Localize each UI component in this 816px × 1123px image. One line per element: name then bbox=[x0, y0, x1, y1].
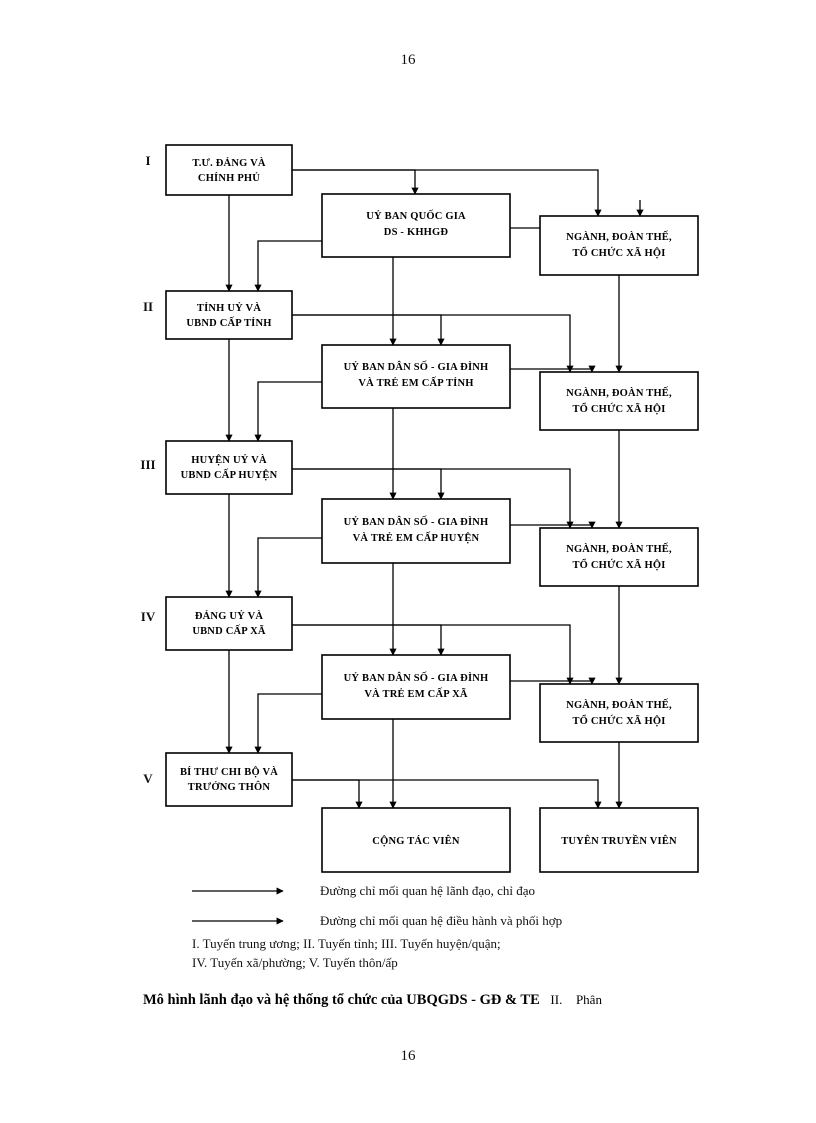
link-province-to-province-cmte bbox=[292, 314, 445, 346]
node-commune-party-line2: UBND CẤP XÃ bbox=[192, 624, 266, 637]
node-province-committee-line2: VÀ TRẺ EM CẤP TỈNH bbox=[358, 376, 473, 389]
legend: Đường chỉ mối quan hệ lãnh đạo, chỉ đạo … bbox=[192, 883, 562, 928]
node-sectors-commune-line2: TỔ CHỨC XÃ HỘI bbox=[572, 714, 665, 727]
connector-layer bbox=[225, 169, 644, 809]
svg-text:Mô hình lãnh đạo và hệ thống t: Mô hình lãnh đạo và hệ thống tổ chức của… bbox=[143, 992, 602, 1008]
node-national-committee[interactable]: UỶ BAN QUỐC GIA DS - KHHGĐ bbox=[321, 193, 511, 258]
node-village-party[interactable]: BÍ THƯ CHI BỘ VÀ TRƯỞNG THÔN bbox=[165, 752, 293, 807]
page-number-bottom: 16 bbox=[400, 1048, 416, 1064]
node-sectors-province-line1: NGÀNH, ĐOÀN THẾ, bbox=[566, 386, 672, 399]
node-province-party-line1: TỈNH UỶ VÀ bbox=[197, 302, 261, 314]
node-national-committee-line1: UỶ BAN QUỐC GIA bbox=[366, 209, 466, 222]
level-note-line-1: I. Tuyến trung ương; II. Tuyến tỉnh; III… bbox=[192, 936, 501, 951]
level-numerals: I II III IV V bbox=[140, 153, 155, 786]
link-province-to-sectors2 bbox=[292, 314, 574, 373]
node-propagandist-label: TUYÊN TRUYỀN VIÊN bbox=[561, 834, 677, 847]
level-numeral-I: I bbox=[145, 153, 150, 168]
node-province-committee[interactable]: UỶ BAN DÂN SỐ - GIA ĐÌNH VÀ TRẺ EM CẤP T… bbox=[321, 344, 511, 409]
node-national-committee-line2: DS - KHHGĐ bbox=[384, 227, 449, 238]
link-district-to-sectors3 bbox=[292, 468, 574, 529]
level-note-line-2: IV. Tuyến xã/phường; V. Tuyến thôn/ấp bbox=[192, 955, 398, 970]
link-commune-cmte-to-village bbox=[254, 693, 322, 754]
legend-label-coordination: Đường chỉ mối quan hệ điều hành và phối … bbox=[320, 913, 562, 928]
link-village-to-collaborator bbox=[292, 779, 363, 809]
figure-caption: Mô hình lãnh đạo và hệ thống tổ chức của… bbox=[143, 992, 602, 1008]
node-village-party-line1: BÍ THƯ CHI BỘ VÀ bbox=[180, 765, 278, 778]
node-commune-committee[interactable]: UỶ BAN DÂN SỐ - GIA ĐÌNH VÀ TRẺ EM CẤP X… bbox=[321, 654, 511, 720]
node-sectors-district-line1: NGÀNH, ĐOÀN THẾ, bbox=[566, 542, 672, 555]
page-number-top: 16 bbox=[400, 52, 416, 68]
node-collaborator[interactable]: CỘNG TÁC VIÊN bbox=[321, 807, 511, 873]
node-province-committee-line1: UỶ BAN DÂN SỐ - GIA ĐÌNH bbox=[344, 360, 489, 373]
figure-caption-tail: Phân bbox=[576, 992, 603, 1007]
node-province-party[interactable]: TỈNH UỶ VÀ UBND CẤP TỈNH bbox=[165, 290, 293, 340]
link-province-cmte-to-district bbox=[254, 381, 322, 442]
node-party-central-line1: T.Ư. ĐẢNG VÀ bbox=[192, 157, 266, 169]
node-sectors-province[interactable]: NGÀNH, ĐOÀN THẾ, TỔ CHỨC XÃ HỘI bbox=[539, 371, 699, 431]
link-commune-to-sectors4 bbox=[292, 624, 574, 685]
node-province-party-line2: UBND CẤP TỈNH bbox=[186, 316, 271, 329]
level-numeral-IV: IV bbox=[141, 609, 156, 624]
node-sectors-province-line2: TỔ CHỨC XÃ HỘI bbox=[572, 402, 665, 415]
node-commune-party[interactable]: ĐẢNG UỶ VÀ UBND CẤP XÃ bbox=[165, 596, 293, 651]
link-district-cmte-to-sectors3 bbox=[510, 521, 596, 529]
node-commune-committee-line1: UỶ BAN DÂN SỐ - GIA ĐÌNH bbox=[344, 671, 489, 684]
node-propagandist[interactable]: TUYÊN TRUYỀN VIÊN bbox=[539, 807, 699, 873]
node-district-party-line2: UBND CẤP HUYỆN bbox=[181, 468, 278, 481]
node-sectors-commune[interactable]: NGÀNH, ĐOÀN THẾ, TỔ CHỨC XÃ HỘI bbox=[539, 683, 699, 743]
node-commune-committee-line2: VÀ TRẺ EM CẤP XÃ bbox=[364, 687, 468, 700]
node-district-committee-line2: VÀ TRẺ EM CẤP HUYỆN bbox=[353, 531, 480, 544]
node-commune-party-line1: ĐẢNG UỶ VÀ bbox=[195, 610, 264, 622]
node-collaborator-label: CỘNG TÁC VIÊN bbox=[372, 834, 460, 847]
link-province-cmte-to-sectors2 bbox=[510, 365, 596, 373]
legend-label-leadership: Đường chỉ mối quan hệ lãnh đạo, chỉ đạo bbox=[320, 883, 535, 898]
node-sectors-district-line2: TỔ CHỨC XÃ HỘI bbox=[572, 558, 665, 571]
link-commune-cmte-to-sectors4 bbox=[510, 677, 596, 685]
node-sectors-district[interactable]: NGÀNH, ĐOÀN THẾ, TỔ CHỨC XÃ HỘI bbox=[539, 527, 699, 587]
link-district-to-district-cmte bbox=[292, 468, 445, 500]
link-central-to-sectors1 bbox=[292, 169, 602, 217]
level-numeral-II: II bbox=[143, 299, 153, 314]
level-notes: I. Tuyến trung ương; II. Tuyến tỉnh; III… bbox=[192, 936, 501, 970]
link-village-to-propagandist bbox=[292, 779, 602, 809]
node-sectors-central-line1: NGÀNH, ĐOÀN THẾ, bbox=[566, 230, 672, 243]
node-sectors-central[interactable]: NGÀNH, ĐOÀN THẾ, TỔ CHỨC XÃ HỘI bbox=[539, 215, 699, 276]
node-party-central-line2: CHÍNH PHỦ bbox=[198, 172, 260, 184]
level-numeral-III: III bbox=[140, 457, 155, 472]
node-village-party-line2: TRƯỞNG THÔN bbox=[188, 780, 271, 793]
node-district-party[interactable]: HUYỆN UỶ VÀ UBND CẤP HUYỆN bbox=[165, 440, 293, 495]
node-district-committee-line1: UỶ BAN DÂN SỐ - GIA ĐÌNH bbox=[344, 515, 489, 528]
link-national-to-province bbox=[254, 240, 322, 292]
node-party-central[interactable]: T.Ư. ĐẢNG VÀ CHÍNH PHỦ bbox=[165, 144, 293, 196]
node-sectors-central-line2: TỔ CHỨC XÃ HỘI bbox=[572, 246, 665, 259]
level-numeral-V: V bbox=[143, 771, 153, 786]
link-central-to-national bbox=[292, 169, 419, 195]
figure-caption-title: Mô hình lãnh đạo và hệ thống tổ chức của… bbox=[143, 992, 540, 1008]
node-district-committee[interactable]: UỶ BAN DÂN SỐ - GIA ĐÌNH VÀ TRẺ EM CẤP H… bbox=[321, 498, 511, 564]
node-district-party-line1: HUYỆN UỶ VÀ bbox=[191, 453, 267, 466]
link-district-cmte-to-commune bbox=[254, 537, 322, 598]
node-sectors-commune-line1: NGÀNH, ĐOÀN THẾ, bbox=[566, 698, 672, 711]
link-commune-to-commune-cmte bbox=[292, 624, 445, 656]
figure-caption-suffix: II. bbox=[550, 992, 562, 1007]
